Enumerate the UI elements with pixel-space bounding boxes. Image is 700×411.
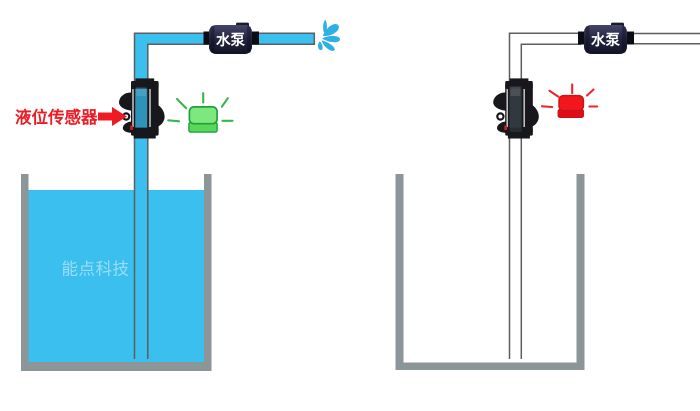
svg-text:水泵: 水泵 <box>591 31 620 49</box>
svg-text:水泵: 水泵 <box>216 31 245 49</box>
svg-text:液位传感器: 液位传感器 <box>15 107 98 127</box>
svg-text:能点科技: 能点科技 <box>62 260 130 279</box>
